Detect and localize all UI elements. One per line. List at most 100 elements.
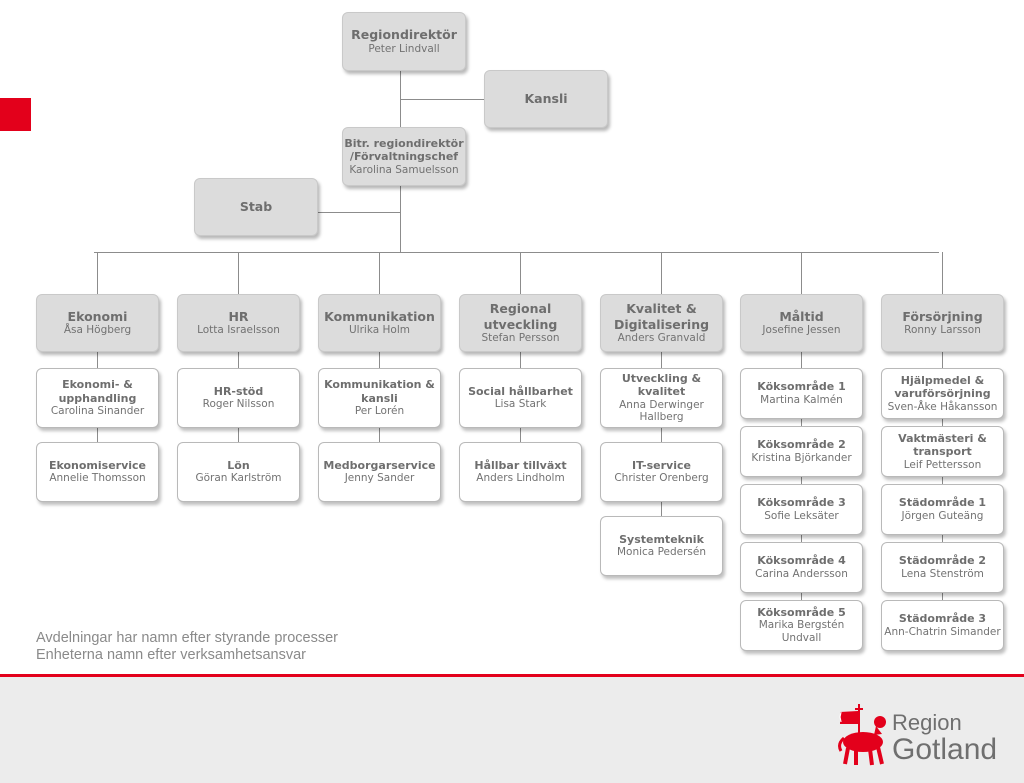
department-head: Ronny Larsson <box>904 324 981 337</box>
box-title: Kansli <box>524 91 568 107</box>
region-gotland-logo: Region Gotland <box>836 702 1006 774</box>
unit-head: Per Lorén <box>354 405 405 417</box>
unit-title: Vaktmästeri & transport <box>898 431 987 459</box>
unit-title: Ekonomi- & upphandling <box>58 378 137 405</box>
unit-head: Göran Karlström <box>195 472 282 485</box>
unit-head: Marika Bergstén Undvall <box>758 619 845 645</box>
unit-head: Anders Lindholm <box>476 472 565 485</box>
unit-head: Carolina Sinander <box>50 405 145 417</box>
unit-head: Christer Orenberg <box>614 472 709 485</box>
footnote: Avdelningar har namn efter styrande proc… <box>36 630 338 665</box>
box-person: Karolina Samuelsson <box>349 163 459 176</box>
regiondirektor-box[interactable]: Regiondirektör Peter Lindvall <box>342 12 466 71</box>
ram-icon <box>838 704 886 766</box>
unit-title: Social hållbarhet <box>468 384 573 398</box>
unit-title: Medborgarservice <box>323 458 436 472</box>
department-title: Försörjning <box>902 308 983 324</box>
unit-title: Köksområde 3 <box>757 496 846 510</box>
unit-title: Systemteknik <box>619 532 704 546</box>
unit-title: Hållbar tillväxt <box>474 458 567 472</box>
unit-title: Utveckling & kvalitet <box>621 371 702 399</box>
unit-title: Städområde 1 <box>898 496 987 510</box>
connector-line <box>379 252 380 452</box>
unit-head: Ann-Chatrin Simander <box>884 625 1001 638</box>
unit-title: Lön <box>227 458 250 472</box>
box-title: Stab <box>239 199 273 215</box>
box-title: Regiondirektör <box>351 27 457 43</box>
box-person: Peter Lindvall <box>368 42 440 55</box>
footer-red-rule <box>0 674 1024 677</box>
logo-text-gotland: Gotland <box>892 733 998 766</box>
connector-line <box>400 186 401 252</box>
kansli-box[interactable]: Kansli <box>484 70 608 128</box>
unit-head: Monica Pedersén <box>616 546 707 559</box>
unit-head: Lisa Stark <box>494 398 547 411</box>
unit-title: Köksområde 1 <box>757 380 846 394</box>
red-accent-tab <box>0 98 31 131</box>
department-head: Josefine Jessen <box>762 324 841 337</box>
department-head: Åsa Högberg <box>63 324 132 337</box>
unit-title: Köksområde 5 <box>757 606 846 619</box>
department-head: Ulrika Holm <box>349 324 410 337</box>
footnote-line-2: Enheterna namn efter verksamhetsansvar <box>36 647 306 664</box>
unit-head: Roger Nilsson <box>202 398 275 411</box>
deputy-director-box[interactable]: Bitr. regiondirektör /Förvaltningschef K… <box>342 127 466 186</box>
unit-head: Sven-Åke Håkansson <box>887 400 998 413</box>
department-title: HR <box>228 308 249 324</box>
unit-title: Köksområde 4 <box>757 554 846 568</box>
unit-title: Hjälpmedel & varuförsörjning <box>894 373 991 401</box>
department-title: Kommunikation <box>324 308 435 324</box>
unit-title: Kommunikation & kansli <box>324 378 435 405</box>
footer-band: Region Gotland <box>0 674 1024 783</box>
unit-head: Annelie Thomsson <box>49 472 146 485</box>
department-title: Regional utveckling <box>483 301 558 332</box>
department-title: Ekonomi <box>67 308 128 324</box>
stab-box[interactable]: Stab <box>194 178 318 236</box>
unit-head: Lena Stenström <box>901 567 984 580</box>
box-title: Bitr. regiondirektör /Förvaltningschef <box>344 136 464 164</box>
connector-line <box>238 252 239 452</box>
unit-title: IT-service <box>632 458 691 472</box>
unit-title: Köksområde 2 <box>757 438 846 452</box>
department-head: Stefan Persson <box>481 331 560 344</box>
department-title: Måltid <box>779 308 824 324</box>
unit-head: Kristina Björkander <box>751 451 852 464</box>
connector-line <box>400 99 484 100</box>
unit-title: Städområde 3 <box>898 612 987 626</box>
department-head: Lotta Israelsson <box>197 324 280 337</box>
department-head: Anders Granvald <box>617 331 706 344</box>
unit-head: Leif Pettersson <box>903 458 982 471</box>
unit-head: Jenny Sander <box>344 472 415 485</box>
connector-line <box>318 212 400 213</box>
unit-head: Anna Derwinger Hallberg <box>619 398 704 424</box>
unit-head: Carina Andersson <box>755 567 848 580</box>
